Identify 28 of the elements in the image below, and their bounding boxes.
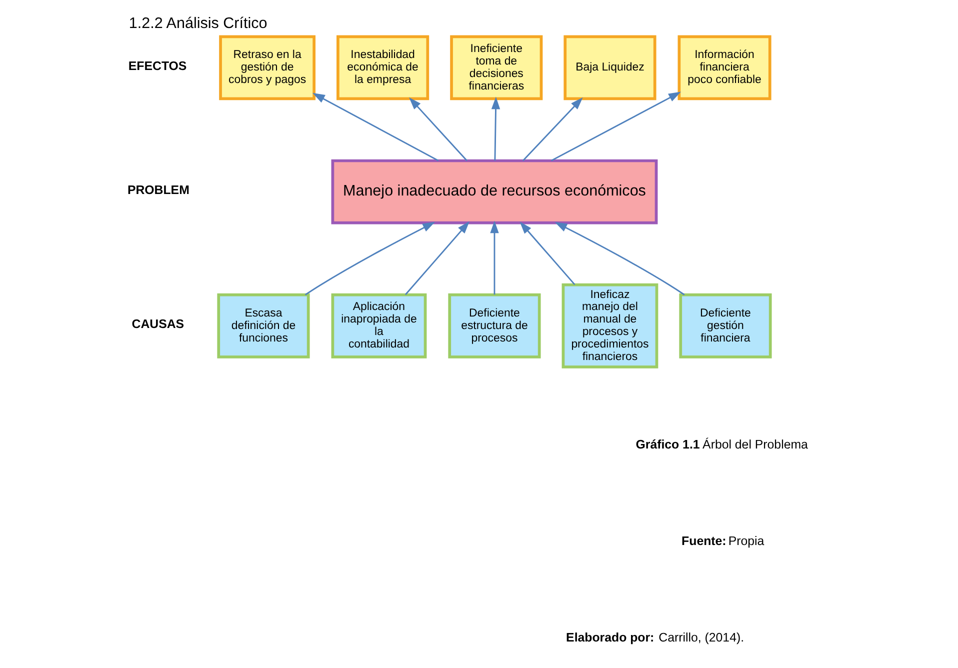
node-box: Ineficiente toma de decisiones financieras: [450, 35, 542, 100]
label: Fuente: Propia: [681, 534, 764, 548]
arrow: [550, 92, 680, 162]
arrow: [490, 96, 500, 161]
node-box: Manejo inadecuado de recursos económicos: [330, 159, 658, 224]
label: CAUSAS: [131, 317, 184, 332]
arrow: [304, 222, 435, 296]
node-box: Ineficaz manejo del manual de procesos y procedimientos financieros: [561, 283, 658, 368]
node-box: Baja Liquidez: [563, 35, 656, 100]
arrow: [408, 97, 467, 162]
node-box: Inestabilidad económica de la empresa: [336, 35, 429, 100]
arrow: [519, 222, 575, 286]
node-box: Deficiente gestión financiera: [678, 293, 772, 358]
diagram-title: 1.2.2 Análisis Crítico: [128, 14, 267, 32]
node-box: Escasa definición de funciones: [216, 293, 310, 358]
label: Elaborado por: Carrillo, (2014).: [566, 630, 744, 644]
node-box: Retraso en la gestión de cobros y pagos: [218, 35, 315, 100]
arrow: [522, 97, 582, 162]
label: PROBLEM: [126, 183, 189, 198]
arrow: [554, 222, 684, 296]
arrow: [404, 221, 470, 296]
label: EFECTOS: [128, 58, 186, 73]
node-box: Deficiente estructura de procesos: [448, 293, 540, 358]
node-box: Aplicación inapropiada de la contabilidad: [330, 293, 426, 358]
label: Gráfico 1.1 Árbol del Problema: [635, 437, 808, 452]
arrow: [490, 220, 498, 295]
node-box: Información financiera poco confiable: [677, 35, 771, 100]
arrow: [312, 92, 438, 162]
